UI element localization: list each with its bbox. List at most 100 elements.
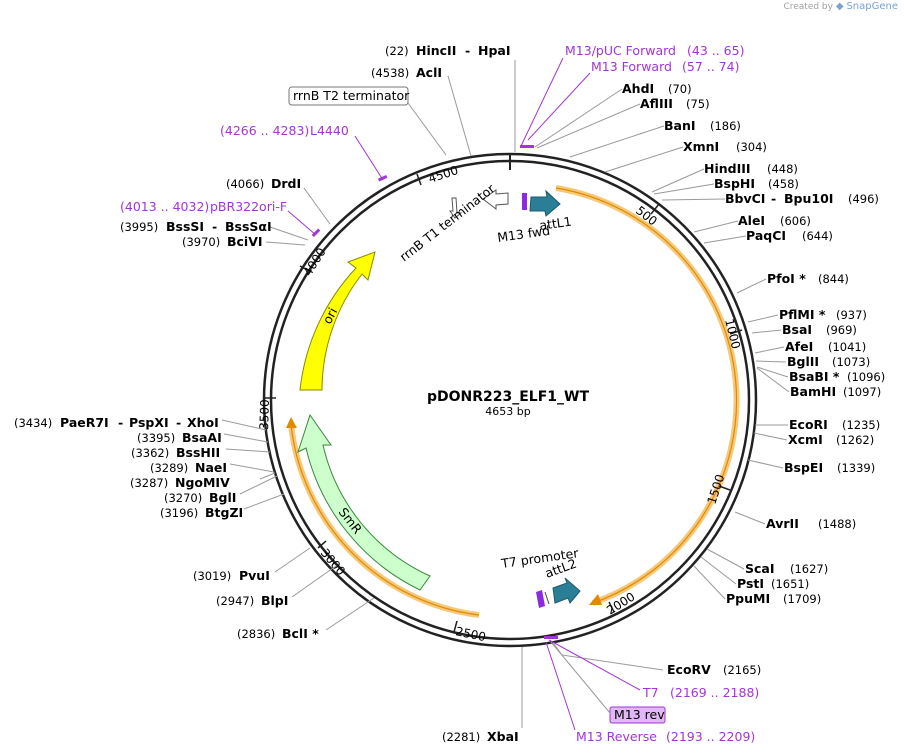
tick-3500: 3500 [257, 399, 272, 430]
restriction-site-ahdi[interactable]: AhdI (70) [534, 81, 692, 148]
restriction-site-drdi[interactable]: (4066) DrdI [226, 176, 331, 225]
site-dash: - [212, 219, 217, 234]
primer-m13-forward[interactable]: M13 Forward (57 .. 74) [527, 59, 739, 141]
site-name: AflIII [640, 96, 673, 111]
feature-m13rev[interactable]: M13 rev [550, 641, 666, 724]
primer-name: T7 [642, 685, 659, 700]
restriction-site-scai[interactable]: ScaI (1627) [706, 548, 828, 576]
site-name: BamHI [790, 384, 836, 399]
site-name: NgoMIV [175, 475, 230, 490]
restriction-site-bsaai[interactable]: (3395) BsaAI [137, 430, 269, 445]
restriction-site-bamhi[interactable]: BamHI (1097) [756, 367, 881, 399]
site-pos: (186) [710, 119, 741, 133]
primer-name: M13/pUC Forward [565, 43, 676, 58]
site-name: AleI [738, 213, 765, 228]
site-name: ScaI [745, 561, 775, 576]
restriction-site-acli[interactable]: (4538) AclI [371, 65, 472, 157]
site-name: XcmI [788, 432, 823, 447]
site-name-2: Bpu10I [784, 191, 833, 206]
site-name: PaeR7I [60, 415, 109, 430]
site-name: BspEI [784, 460, 823, 475]
restriction-site-bcivi[interactable]: (3970) BciVI [182, 234, 306, 249]
restriction-site-alei[interactable]: AleI (606) [693, 213, 811, 233]
restriction-site-paqci[interactable]: PaqCI (644) [703, 228, 833, 244]
restriction-site-hincii[interactable]: (22) HincII - HpaI [385, 43, 516, 152]
feature-m13fwd[interactable]: M13 fwd [496, 193, 551, 245]
feature-ori[interactable]: ori [299, 251, 376, 391]
site-pos: (2836) [237, 627, 275, 641]
site-name: HindIII [704, 161, 751, 176]
feature-rrnbt2-label: rrnB T2 terminator [293, 88, 410, 103]
restriction-site-bsssi[interactable]: (3995) BssSI - BssSαI [120, 219, 309, 241]
site-name: PaqCI [746, 228, 786, 243]
restriction-site-bsphi[interactable]: BspHI (458) [653, 176, 799, 195]
restriction-site-xmni[interactable]: XmnI (304) [604, 139, 767, 173]
primer-m13-puc-forward[interactable]: M13/pUC Forward (43 .. 65) [520, 43, 744, 148]
site-pos: (4538) [371, 66, 409, 80]
feature-rrnbt1[interactable]: rrnB T1 terminator [397, 180, 509, 264]
restriction-site-ecorv[interactable]: EcoRV (2165) [553, 643, 761, 677]
site-name: BtgZI [205, 505, 243, 520]
restriction-site-bspei[interactable]: BspEI (1339) [747, 459, 875, 475]
restriction-site-paer7i[interactable]: (3434) PaeR7I - PspXI - XhoI [14, 415, 267, 431]
primer-name: M13 Reverse [576, 729, 657, 744]
site-name: EcoRI [789, 417, 828, 432]
site-pos: (22) [385, 44, 409, 58]
site-pos: (2281) [442, 730, 480, 744]
restriction-site-bani[interactable]: BanI (186) [569, 118, 741, 158]
primer-l4440[interactable]: (4266 .. 4283) L4440 [220, 123, 388, 182]
feature-attl1[interactable]: attL1 [529, 189, 572, 233]
site-name: PfoI * [767, 271, 806, 286]
restriction-site-bglii[interactable]: BglII (1073) [755, 354, 870, 369]
restriction-site-aflIII[interactable]: AflIII (75) [536, 96, 710, 149]
primer-range: (4266 .. 4283) [220, 123, 309, 138]
site-name: BsaAI [182, 430, 222, 445]
restriction-site-pflmi[interactable]: PflMI * (937) [747, 307, 867, 323]
restriction-site-bsshii[interactable]: (3362) BssHII [131, 445, 271, 460]
restriction-site-btgzi[interactable]: (3196) BtgZI [160, 493, 285, 520]
restriction-site-xcmi[interactable]: XcmI (1262) [753, 432, 874, 447]
snapgene-logo-icon: ◆ [835, 1, 844, 12]
watermark-brand: SnapGene [846, 1, 898, 12]
restriction-site-bgli[interactable]: (3270) BglI [164, 475, 278, 505]
feature-rrnbt2[interactable]: rrnB T2 terminator [288, 86, 447, 156]
site-pos: (3019) [193, 569, 231, 583]
restriction-site-naei[interactable]: (3289) NaeI [150, 460, 275, 475]
site-name-2: PspXI [129, 415, 169, 430]
site-pos: (70) [668, 82, 692, 96]
primer-range: (4013 .. 4032) [120, 199, 209, 214]
restriction-site-psti[interactable]: PstI (1651) [700, 556, 809, 591]
plasmid-size: 4653 bp [485, 405, 530, 418]
restriction-site-xbai[interactable]: (2281) XbaI [442, 647, 523, 744]
site-pos: (3434) [14, 416, 52, 430]
site-name: AclI [416, 65, 442, 80]
snapgene-watermark: Created by ◆ SnapGene [783, 1, 898, 12]
plasmid-name: pDONR223_ELF1_WT [427, 389, 589, 405]
site-pos: (3196) [160, 506, 198, 520]
restriction-site-ngomiv[interactable]: (3287) NgoMIV [130, 472, 276, 490]
restriction-site-bsai[interactable]: BsaI (969) [751, 322, 857, 337]
restriction-site-pvui[interactable]: (3019) PvuI [193, 547, 311, 583]
site-pos: (3270) [164, 491, 202, 505]
restriction-site-afei[interactable]: AfeI (1041) [754, 339, 866, 354]
restriction-site-ecori[interactable]: EcoRI (1235) [755, 417, 880, 432]
primer-t7[interactable]: T7 (2169 .. 2188) [544, 636, 759, 700]
site-pos: (2947) [216, 594, 254, 608]
site-pos: (3995) [120, 220, 158, 234]
restriction-site-ppumi[interactable]: PpuMI (1709) [693, 565, 821, 606]
primer-m13-reverse[interactable]: M13 Reverse (2193 .. 2209) [545, 641, 755, 744]
restriction-site-avrii[interactable]: AvrII (1488) [734, 511, 856, 531]
restriction-site-bbvci[interactable]: BbvCI - Bpu10I (496) [661, 191, 879, 206]
primer-range: (2169 .. 2188) [670, 685, 759, 700]
site-dash: - [465, 43, 470, 58]
site-pos: (1262) [836, 433, 874, 447]
restriction-site-blpi[interactable]: (2947) BlpI [216, 565, 337, 608]
restriction-site-hindiii[interactable]: HindIII (448) [651, 161, 798, 193]
site-pos: (606) [780, 214, 811, 228]
restriction-site-bcli[interactable]: (2836) BclI * [237, 597, 375, 641]
restriction-site-pfoi[interactable]: PfoI * (844) [736, 271, 849, 294]
restriction-site-bsabi[interactable]: BsaBI * (1096) [756, 366, 885, 384]
primer-pbr322ori-f[interactable]: (4013 .. 4032) pBR322ori-F [120, 199, 321, 237]
feature-attl1-label: attL1 [538, 214, 572, 233]
